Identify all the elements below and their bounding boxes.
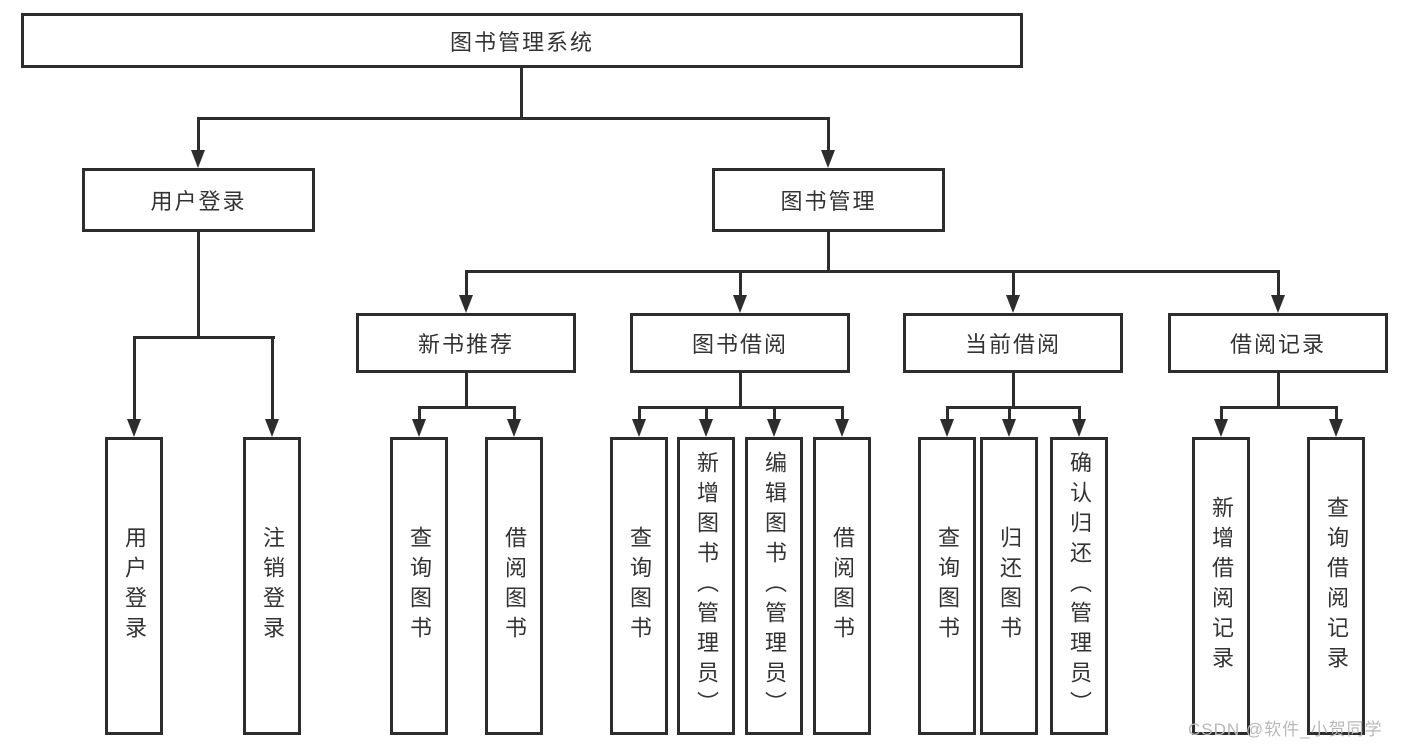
arrow-down-icon <box>835 419 849 437</box>
arrow-down-icon <box>1271 295 1285 313</box>
leaf-current-confirm-return-admin-label: 确认归还（管理员） <box>1067 451 1092 721</box>
connector-line <box>513 406 516 421</box>
leaf-newbook-query-books-label: 查询图书 <box>407 526 432 646</box>
node-borrow-records: 借阅记录 <box>1168 313 1388 373</box>
leaf-records-add-record-label: 新增借阅记录 <box>1209 496 1234 676</box>
leaf-borrow-borrow-books: 借阅图书 <box>813 437 871 735</box>
connector-line <box>465 270 468 299</box>
leaf-logout-label: 注销登录 <box>260 526 285 646</box>
arrow-down-icon <box>1072 419 1086 437</box>
leaf-user-login: 用户登录 <box>105 437 163 735</box>
leaf-borrow-add-books-admin-label: 新增图书（管理员） <box>694 451 719 721</box>
connector-line <box>465 373 468 409</box>
leaf-borrow-borrow-books-label: 借阅图书 <box>830 526 855 646</box>
leaf-borrow-query-books-label: 查询图书 <box>627 526 652 646</box>
connector-line <box>1012 373 1015 409</box>
connector-line <box>705 406 708 421</box>
connector-line <box>739 270 742 299</box>
leaf-newbook-borrow-books-label: 借阅图书 <box>502 526 527 646</box>
connector-line <box>739 373 742 409</box>
csdn-watermark: CSDN @软件_小贺同学 <box>1188 720 1383 739</box>
node-current-borrow: 当前借阅 <box>903 313 1123 373</box>
connector-line <box>946 406 949 421</box>
leaf-current-query-books: 查询图书 <box>918 437 976 735</box>
connector-line <box>773 406 776 421</box>
leaf-borrow-edit-books-admin-label: 编辑图书（管理员） <box>762 451 787 721</box>
connector-line <box>271 336 274 421</box>
connector-line <box>946 406 1081 409</box>
connector-line <box>133 336 136 421</box>
connector-line <box>1335 406 1338 421</box>
leaf-current-query-books-label: 查询图书 <box>935 526 960 646</box>
node-user-login-label: 用户登录 <box>150 189 247 214</box>
connector-line <box>841 406 844 421</box>
node-book-borrow: 图书借阅 <box>630 313 850 373</box>
leaf-newbook-borrow-books: 借阅图书 <box>485 437 543 735</box>
arrow-down-icon <box>127 419 141 437</box>
connector-line <box>197 232 200 339</box>
node-book-borrow-label: 图书借阅 <box>691 332 788 357</box>
connector-line <box>1220 406 1223 421</box>
leaf-newbook-query-books: 查询图书 <box>390 437 448 735</box>
connector-line <box>465 270 1280 273</box>
node-root: 图书管理系统 <box>21 13 1023 68</box>
connector-line <box>638 406 641 421</box>
connector-line <box>418 406 516 409</box>
node-user-login: 用户登录 <box>82 168 315 232</box>
node-root-label: 图书管理系统 <box>449 29 594 55</box>
leaf-current-return-books: 归还图书 <box>980 437 1038 735</box>
connector-line <box>827 117 830 152</box>
leaf-records-query-record-label: 查询借阅记录 <box>1324 496 1349 676</box>
connector-line <box>197 117 830 120</box>
arrow-down-icon <box>1329 419 1343 437</box>
arrow-down-icon <box>265 419 279 437</box>
arrow-down-icon <box>632 419 646 437</box>
arrow-down-icon <box>412 419 426 437</box>
arrow-down-icon <box>191 150 205 168</box>
connector-line <box>1220 406 1338 409</box>
arrow-down-icon <box>507 419 521 437</box>
arrow-down-icon <box>699 419 713 437</box>
connector-line <box>1277 373 1280 409</box>
connector-line <box>1008 406 1011 421</box>
arrow-down-icon <box>767 419 781 437</box>
connector-line <box>638 406 844 409</box>
leaf-current-return-books-label: 归还图书 <box>997 526 1022 646</box>
leaf-records-add-record: 新增借阅记录 <box>1192 437 1250 735</box>
leaf-records-query-record: 查询借阅记录 <box>1307 437 1365 735</box>
node-book-management: 图书管理 <box>712 168 945 232</box>
node-current-borrow-label: 当前借阅 <box>964 332 1061 357</box>
arrow-down-icon <box>1002 419 1016 437</box>
arrow-down-icon <box>1214 419 1228 437</box>
connector-line <box>1277 270 1280 299</box>
leaf-current-confirm-return-admin: 确认归还（管理员） <box>1050 437 1108 735</box>
leaf-borrow-edit-books-admin: 编辑图书（管理员） <box>745 437 803 735</box>
arrow-down-icon <box>1006 295 1020 313</box>
leaf-borrow-add-books-admin: 新增图书（管理员） <box>677 437 735 735</box>
arrow-down-icon <box>459 295 473 313</box>
connector-line <box>418 406 421 421</box>
leaf-user-login-label: 用户登录 <box>122 526 147 646</box>
arrow-down-icon <box>821 150 835 168</box>
leaf-logout: 注销登录 <box>243 437 301 735</box>
connector-line <box>1012 270 1015 299</box>
node-borrow-records-label: 借阅记录 <box>1229 332 1326 357</box>
connector-line <box>520 68 523 120</box>
connector-line <box>1078 406 1081 421</box>
connector-line <box>197 117 200 152</box>
leaf-borrow-query-books: 查询图书 <box>610 437 668 735</box>
node-new-book-recommend-label: 新书推荐 <box>417 332 514 357</box>
node-book-management-label: 图书管理 <box>780 189 877 214</box>
arrow-down-icon <box>940 419 954 437</box>
arrow-down-icon <box>733 295 747 313</box>
connector-line <box>827 232 830 273</box>
connector-line <box>133 336 275 339</box>
node-new-book-recommend: 新书推荐 <box>356 313 576 373</box>
